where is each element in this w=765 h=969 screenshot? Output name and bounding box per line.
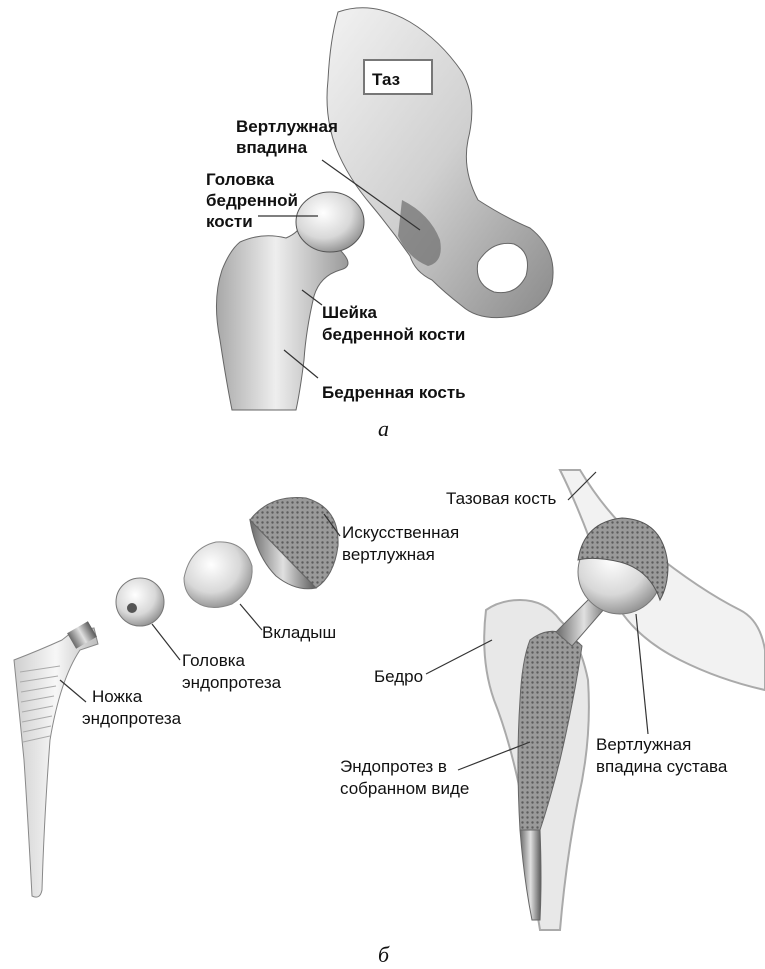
label-femoral-head-line3: кости	[206, 212, 253, 231]
caption-a: а	[378, 416, 389, 441]
label-stem-line1: Ножка	[92, 687, 143, 706]
label-head-line1: Головка	[182, 651, 246, 670]
label-neck-line2: бедренной кости	[322, 325, 465, 344]
label-liner: Вкладыш	[262, 623, 336, 642]
leader-head	[152, 624, 180, 660]
assembled-implant	[484, 470, 765, 930]
label-assembled-line1: Эндопротез в	[340, 757, 447, 776]
label-thigh: Бедро	[374, 667, 423, 686]
assembled-stem-tip	[520, 830, 541, 920]
panel-b: Тазовая кость Искусственная вертлужная В…	[14, 470, 765, 967]
head-part	[116, 578, 164, 626]
leader-thigh	[426, 640, 492, 674]
stem-part	[14, 621, 98, 897]
label-femoral-head-line2: бедренной	[206, 191, 298, 210]
femoral-head	[296, 192, 364, 252]
label-head-line2: эндопротеза	[182, 673, 282, 692]
label-acetabulum-line1: Вертлужная	[236, 117, 338, 136]
leader-stem	[60, 680, 86, 702]
label-pelvic-bone: Тазовая кость	[446, 489, 557, 508]
label-cup-line1: Искусственная	[342, 523, 459, 542]
label-stem-line2: эндопротеза	[82, 709, 182, 728]
label-femoral-head-line1: Головка	[206, 170, 275, 189]
label-socket-line2: впадина сустава	[596, 757, 728, 776]
liner-part	[184, 542, 252, 608]
label-neck-line1: Шейка	[322, 303, 377, 322]
label-socket-line1: Вертлужная	[596, 735, 691, 754]
label-femur: Бедренная кость	[322, 383, 466, 402]
label-acetabulum-line2: впадина	[236, 138, 308, 157]
label-assembled-line2: собранном виде	[340, 779, 469, 798]
caption-b: б	[378, 942, 390, 967]
leader-liner	[240, 604, 262, 630]
pelvis-box-label: Таз	[372, 70, 400, 89]
panel-a: Таз Вертлужная впадина Головка бедренной…	[206, 8, 553, 441]
label-cup-line2: вертлужная	[342, 545, 435, 564]
